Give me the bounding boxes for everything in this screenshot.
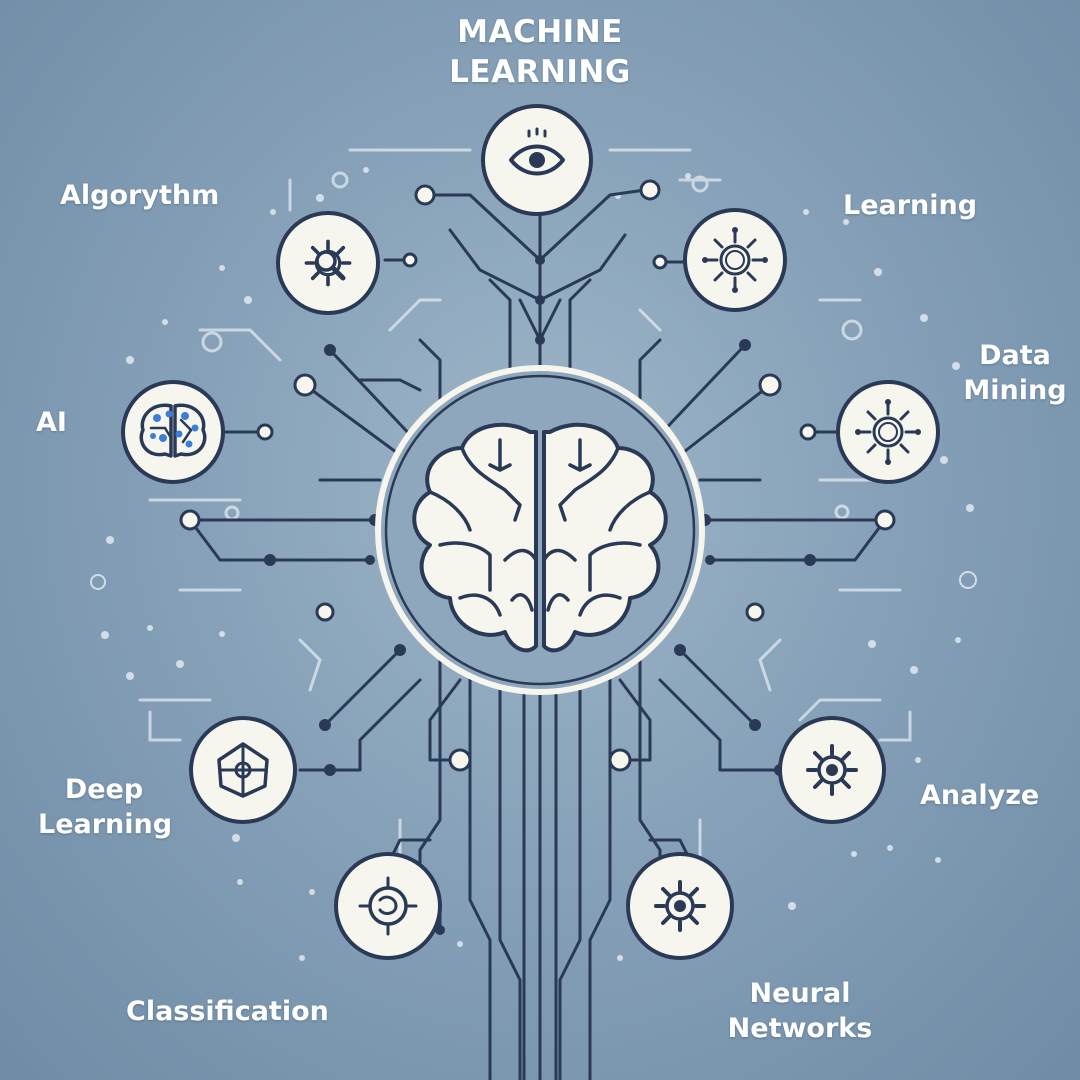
diagram-title: MACHINE LEARNING xyxy=(430,12,650,93)
deep-learning-line-2: Learning xyxy=(38,809,173,841)
cycle-node-icon xyxy=(358,876,418,936)
label-deep-learning: Deep Learning xyxy=(38,772,173,842)
label-classification: Classification xyxy=(126,996,329,1027)
label-analyze: Analyze xyxy=(920,780,1040,811)
scatter-dots xyxy=(90,167,977,961)
label-algorythm: Algorythm xyxy=(60,180,220,211)
light-traces xyxy=(138,148,912,872)
center-node xyxy=(375,365,705,695)
title-line-1: MACHINE xyxy=(457,14,623,50)
title-line-2: LEARNING xyxy=(449,54,631,91)
label-learning: Learning xyxy=(843,190,978,221)
neural-networks-line-2: Networks xyxy=(727,1013,873,1045)
data-mining-line-1: Data xyxy=(979,340,1051,371)
brain-icon xyxy=(412,422,668,653)
label-neural-networks: Neural Networks xyxy=(715,976,885,1046)
eye-icon xyxy=(509,127,565,176)
label-ai: AI xyxy=(36,407,67,438)
data-mining-line-2: Mining xyxy=(963,375,1067,407)
ai-brain-icon xyxy=(139,403,207,458)
dark-traces xyxy=(188,188,887,1080)
neural-networks-line-1: Neural xyxy=(749,978,851,1009)
deep-learning-line-1: Deep xyxy=(64,774,144,805)
magnifier-gear-icon xyxy=(304,239,352,287)
crosshair-node-icon xyxy=(217,742,269,798)
gear-icon xyxy=(654,880,706,932)
gear-icon xyxy=(806,744,858,796)
label-data-mining: Data Mining xyxy=(955,338,1075,408)
